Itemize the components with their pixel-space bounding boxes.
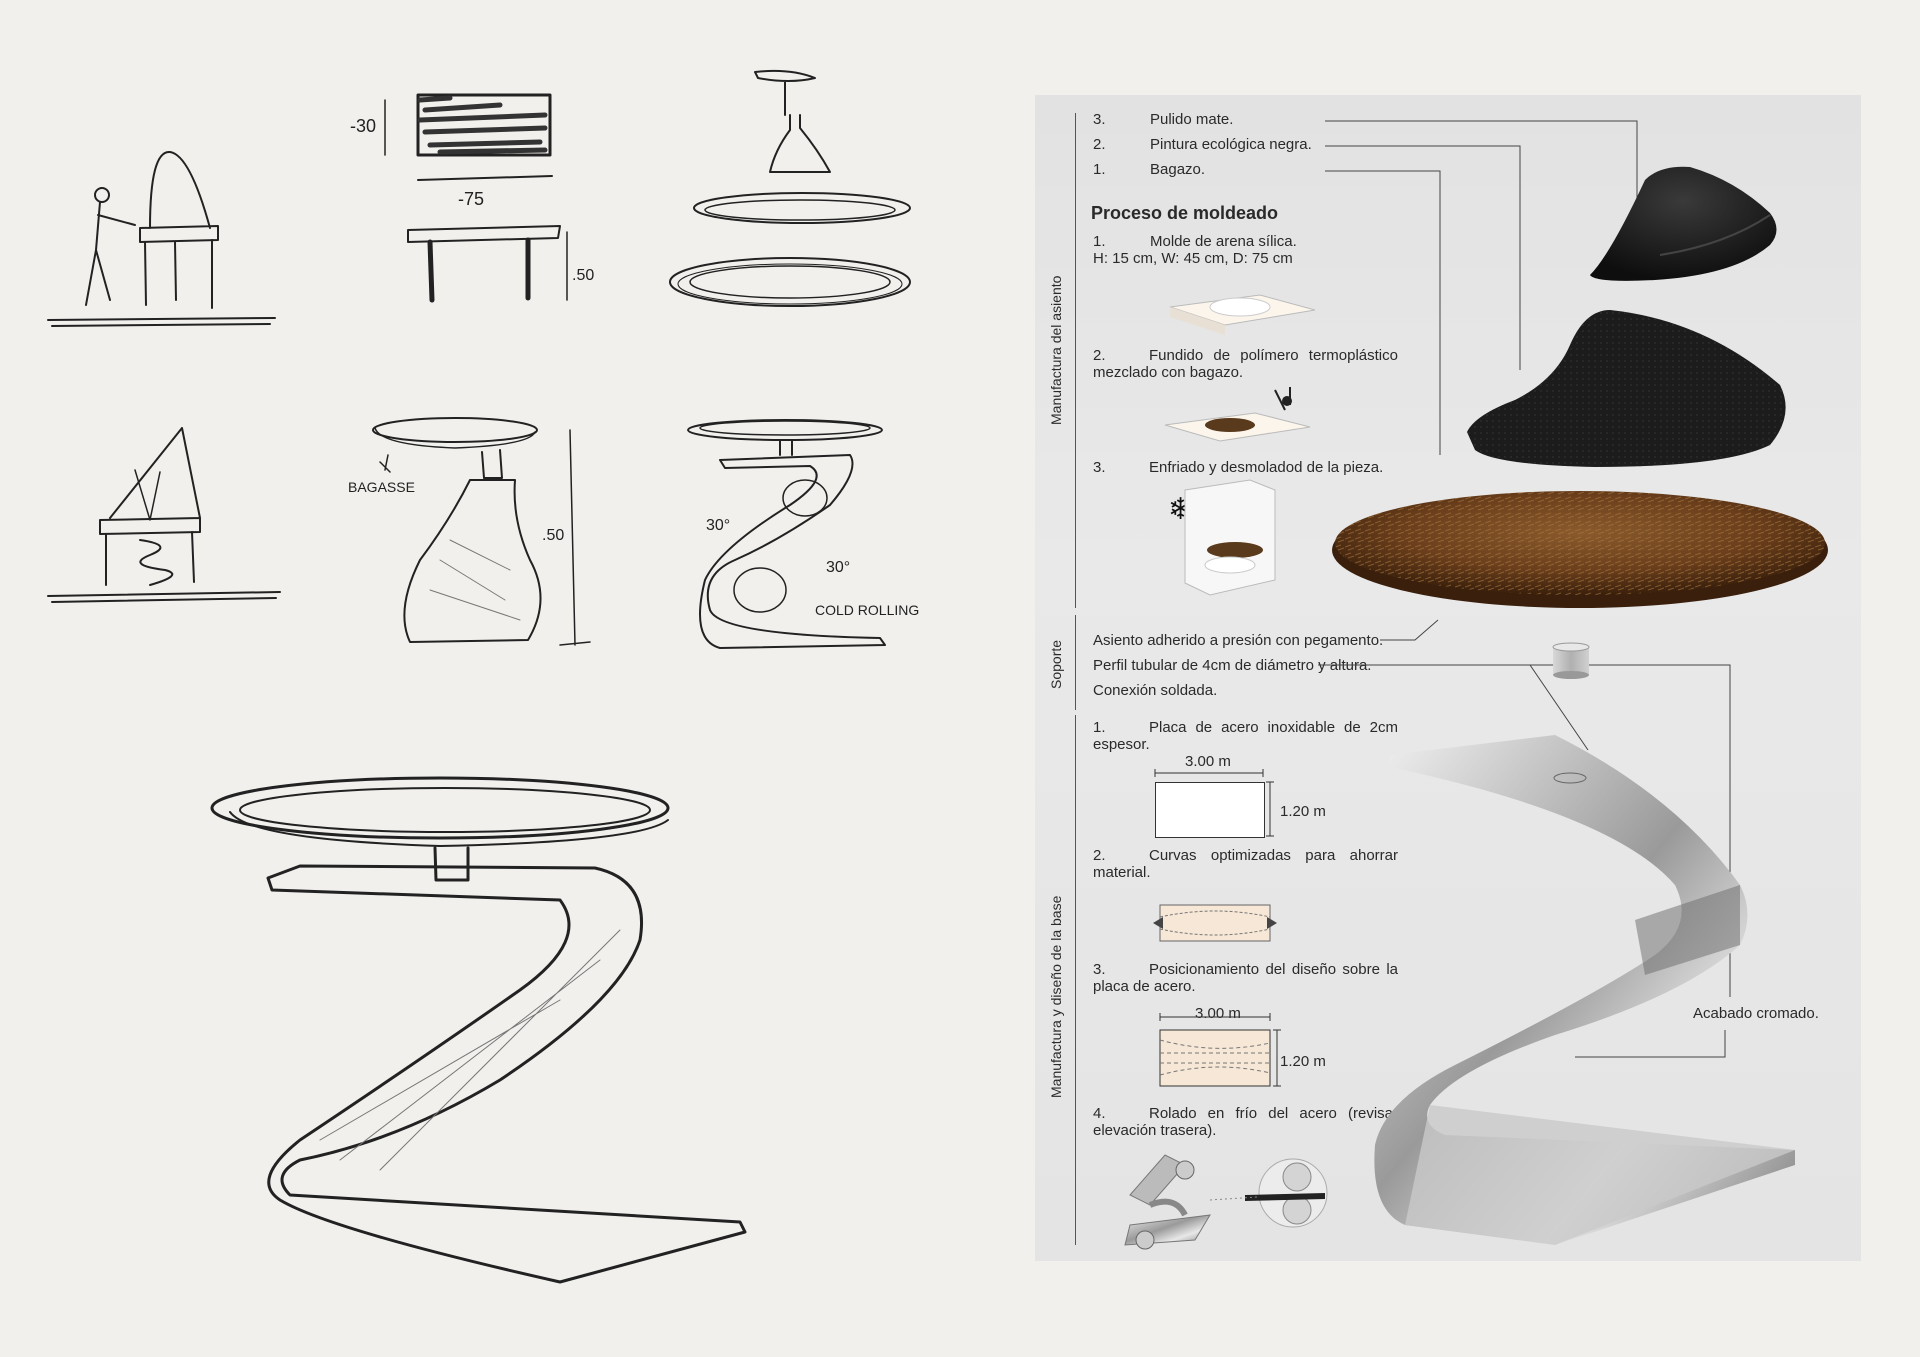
step-3-number: 3. — [1093, 459, 1106, 476]
seat-section-rule — [1075, 113, 1076, 608]
support-line-3: Conexión soldada. — [1093, 682, 1218, 699]
layer-1-number: 1. — [1093, 161, 1106, 178]
base-1-number: 1. — [1093, 719, 1106, 736]
base-1-text: Placa de acero inoxidable de 2cm espesor… — [1093, 719, 1398, 753]
plate-positioning-diagram — [1159, 1013, 1281, 1087]
chrome-base-render — [1374, 735, 1795, 1245]
dim-50-label: .50 — [572, 267, 594, 284]
sketch-exploded-stool — [669, 69, 911, 307]
step-2-text: Fundido de polímero termoplástico mezcla… — [1093, 347, 1398, 381]
cold-rolling-diagram — [1124, 1154, 1328, 1250]
base-2-number: 2. — [1093, 847, 1106, 864]
sketch-s-base — [687, 419, 886, 649]
step-1-dimensions: H: 15 cm, W: 45 cm, D: 75 cm — [1093, 250, 1293, 267]
mold-diagram — [1169, 294, 1316, 335]
layer-3-label: Pulido mate. — [1150, 111, 1234, 128]
dim-30-label: -30 — [350, 116, 376, 136]
step-2-number: 2. — [1093, 347, 1106, 364]
sketch-flask-stool — [372, 417, 591, 646]
seat-render-black-painted — [1467, 310, 1786, 467]
sketch-main-stool — [210, 776, 747, 1284]
casting-diagram — [1164, 387, 1311, 442]
cold-rolling-label: COLD ROLLING — [815, 602, 919, 618]
base-3-text: Posicionamiento del diseño sobre la plac… — [1093, 961, 1398, 995]
layer-2-number: 2. — [1093, 136, 1106, 153]
panel-illustrations — [1124, 120, 1828, 1250]
step-3-text: Enfriado y desmoladod de la pieza. — [1149, 459, 1384, 476]
base-2-text: Curvas optimizadas para ahorrar material… — [1093, 847, 1398, 881]
plate-height-1: 1.20 m — [1280, 803, 1326, 820]
angle-b-label: 30° — [826, 559, 850, 576]
support-section-label: Soporte — [1048, 639, 1064, 689]
layer-2-label: Pintura ecológica negra. — [1150, 136, 1312, 153]
support-line-2: Perfil tubular de 4cm de diámetro y altu… — [1093, 657, 1372, 674]
optimized-curves-diagram — [1153, 904, 1277, 942]
base-section-label: Manufactura y diseño de la base — [1048, 895, 1064, 1098]
base-3-number: 3. — [1093, 961, 1106, 978]
sketch-piano-pianist — [47, 151, 276, 327]
plate-width-1: 3.00 m — [1185, 753, 1231, 770]
seat-render-black-matte — [1590, 166, 1777, 281]
manufacturing-panel: Manufactura del asiento Soporte Manufact… — [1035, 95, 1861, 1261]
sketch-area: -30 -75 .50 — [47, 69, 919, 1284]
sketch-dimensioned-elevation — [384, 93, 568, 303]
base-section-rule — [1075, 715, 1076, 1245]
base-4-text: Rolado en frío del acero (revisar elevac… — [1093, 1105, 1398, 1139]
support-tube-render — [1552, 642, 1590, 679]
step-1-title: Molde de arena sílica. — [1150, 233, 1297, 250]
seat-section-label: Manufactura del asiento — [1048, 275, 1064, 425]
molding-heading: Proceso de moldeado — [1091, 203, 1279, 223]
dim-50-mid-label: .50 — [542, 527, 564, 544]
plate-height-2: 1.20 m — [1280, 1053, 1326, 1070]
layer-1-label: Bagazo. — [1150, 161, 1206, 178]
demolding-diagram — [1184, 479, 1276, 596]
support-line-1: Asiento adherido a presión con pegamento… — [1093, 632, 1384, 649]
angle-a-label: 30° — [706, 517, 730, 534]
sketch-piano-spiral — [47, 427, 281, 603]
steel-plate-diagram — [1155, 782, 1265, 838]
seat-render-bagasse — [1332, 491, 1828, 608]
bagasse-label: BAGASSE — [348, 479, 415, 495]
chrome-finish-label: Acabado cromado. — [1693, 1005, 1819, 1022]
step-1-number: 1. — [1093, 233, 1106, 250]
layer-3-number: 3. — [1093, 111, 1106, 128]
plate-width-2: 3.00 m — [1195, 1005, 1241, 1022]
dim-75-label: -75 — [458, 189, 484, 209]
snowflake-icon: ❄ — [1168, 493, 1194, 526]
base-4-number: 4. — [1093, 1105, 1106, 1122]
support-section-rule — [1075, 615, 1076, 710]
